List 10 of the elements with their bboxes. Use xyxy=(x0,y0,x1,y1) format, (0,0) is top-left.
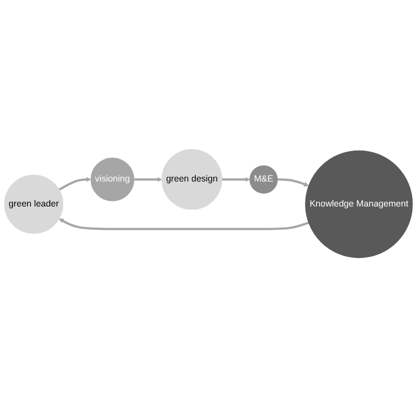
arrow xyxy=(134,177,162,182)
arrow xyxy=(222,177,250,182)
node-circle: Knowledge Management xyxy=(305,150,413,258)
node-circle: visioning xyxy=(90,158,134,202)
arrow xyxy=(58,218,310,230)
node-circle: green design xyxy=(162,150,222,210)
arrow xyxy=(58,177,92,192)
node-circle: M&E xyxy=(250,166,278,194)
arrow xyxy=(277,178,309,187)
node-circle: green leader xyxy=(4,175,64,234)
